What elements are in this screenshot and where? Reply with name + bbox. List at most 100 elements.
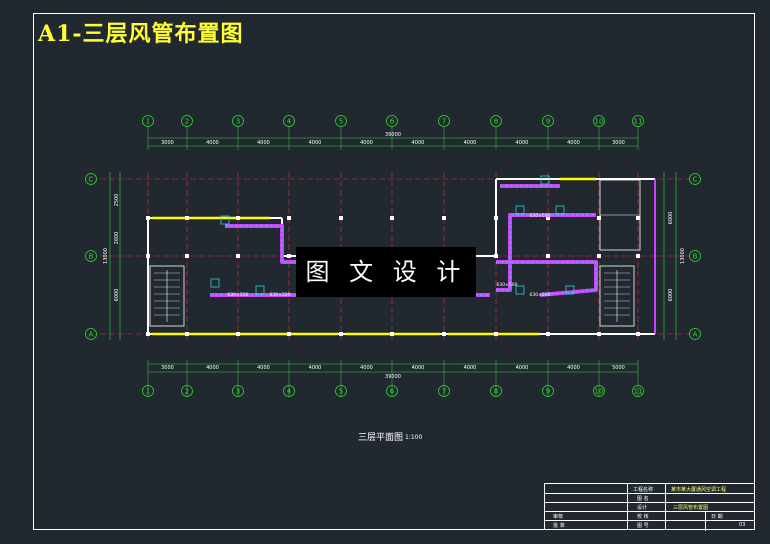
span-dimension: 4000 [257,365,270,371]
tb-row [545,511,754,521]
column [287,332,291,336]
total-dimension: 39000 [385,132,401,138]
column [339,332,343,336]
span-dimension: 4000 [516,365,529,371]
side-dimension: 6000 [668,289,674,302]
tb-sheet-no: 03 [739,522,746,528]
column [236,332,240,336]
total-dimension: 39000 [385,374,401,380]
column [390,332,394,336]
span-dimension: 4000 [309,365,322,371]
air-diffuser [515,285,525,295]
span-dimension: 4000 [412,365,425,371]
column [146,254,150,258]
tb-drawing-label: 图 名 [637,496,649,502]
stair [599,265,635,327]
grid-bubble-label: 7 [442,118,446,126]
span-dimension: 4000 [464,365,477,371]
side-dimension: 6000 [114,289,120,302]
column [494,332,498,336]
span-dimension: 4000 [412,140,425,146]
air-duct-centerline [496,214,596,291]
column [546,216,550,220]
side-dimension: 6000 [668,212,674,225]
air-diffuser [565,285,575,295]
span-dimension: 4000 [464,140,477,146]
column [390,216,394,220]
grid-bubble-label: 1 [146,118,150,126]
tb-divider [627,484,628,529]
span-dimension: 4000 [567,140,580,146]
axis-bubble-label: C [89,176,94,184]
span-dimension: 3000 [161,365,174,371]
axis-bubble-label: A [89,331,94,339]
watermark: 图 文 设 计 [296,247,476,297]
tb-review-label: 校 核 [637,514,649,520]
span-dimension: 4000 [206,140,219,146]
air-diffuser [210,278,220,288]
column [636,332,640,336]
tb-row [545,520,754,530]
tb-row [545,493,754,503]
duct-size-label: 630×500 [530,213,551,219]
grid-bubble-label: 4 [287,388,292,396]
axis-bubble [689,173,701,185]
side-total-dimension: 13000 [680,248,686,264]
air-diffuser [515,205,525,215]
tb-row [545,502,754,512]
axis-bubble-label: B [693,253,698,261]
duct-size-label: 630×500 [228,292,249,298]
side-total-dimension: 13000 [103,248,109,264]
span-dimension: 4000 [309,140,322,146]
air-diffuser [540,175,550,185]
air-diffuser [220,215,230,225]
axis-bubble [689,328,701,340]
grid-bubble-label: 10 [595,118,604,126]
column [236,254,240,258]
duct-size-label: 630×500 [497,282,518,288]
plan-caption: 三层平面图 [358,433,404,443]
grid-bubble-label: 6 [390,388,395,396]
span-dimension: 4000 [257,140,270,146]
column [494,216,498,220]
tb-date-label: 日 期 [711,514,723,520]
grid-bubble-label: 2 [185,118,189,126]
column [442,332,446,336]
side-dimension: 2500 [114,194,120,207]
side-dimension: 2600 [114,232,120,245]
tb-check-label: 审核 [553,514,564,520]
axis-bubble [689,250,701,262]
column [185,254,189,258]
column [597,254,601,258]
tb-project-name: 某市某大厦通风空调工程 [671,487,727,493]
axis-bubble [85,173,97,185]
plan-scale: 1:100 [405,434,423,441]
axis-bubble [85,250,97,262]
tb-approve-label: 批 准 [553,523,565,529]
tb-drawing-name: 三层风管布置图 [673,505,709,511]
air-duct [496,213,596,292]
span-dimension: 3000 [612,140,625,146]
tb-divider [665,484,666,529]
column [236,216,240,220]
air-diffuser [255,285,265,295]
axis-bubble-label: A [693,331,698,339]
axis-bubble-label: C [693,176,698,184]
axis-bubble [85,328,97,340]
span-dimension: 4000 [360,365,373,371]
tb-design-label: 设计 [637,505,648,511]
span-dimension: 4000 [360,140,373,146]
grid-bubble-label: 4 [287,118,292,126]
column [287,254,291,258]
column [146,216,150,220]
grid-bubble-label: 8 [494,118,498,126]
grid-bubble-label: 6 [390,118,395,126]
air-duct-centerline [496,261,597,296]
column [185,216,189,220]
tb-project-label: 工程名称 [633,487,654,493]
column [597,216,601,220]
column [546,254,550,258]
title-block: 工程名称 某市某大厦通风空调工程 图 名 设计 三层风管布置图 审核 校 核 日… [544,483,755,531]
column [185,332,189,336]
grid-bubble-label: 5 [339,118,343,126]
